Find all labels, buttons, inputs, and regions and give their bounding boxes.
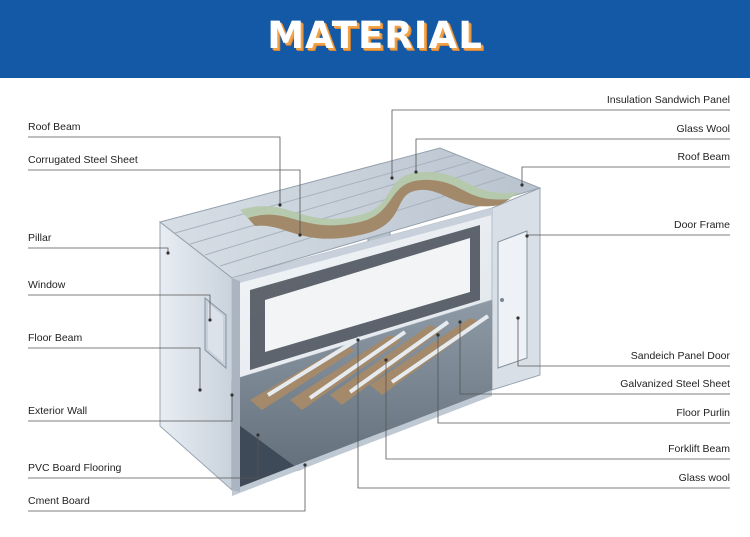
leader-dot-right-2 [520, 183, 523, 186]
label-left-5: Exterior Wall [28, 405, 87, 417]
label-left-6: PVC Board Flooring [28, 462, 121, 474]
leader-line-right-3 [527, 235, 730, 236]
leader-dot-left-4 [198, 388, 201, 391]
leader-dot-right-6 [436, 333, 439, 336]
leader-dot-left-0 [278, 203, 281, 206]
label-left-2: Pillar [28, 232, 51, 244]
label-right-5: Galvanized Steel Sheet [620, 378, 730, 390]
leader-dot-right-5 [458, 320, 461, 323]
leader-dot-right-8 [356, 338, 359, 341]
leader-dot-right-7 [384, 358, 387, 361]
leader-dot-left-1 [298, 233, 301, 236]
label-right-3: Door Frame [674, 219, 730, 231]
label-left-3: Window [28, 279, 65, 291]
leader-dot-left-3 [208, 318, 211, 321]
leader-line-right-2 [522, 167, 730, 185]
label-right-2: Roof Beam [677, 151, 730, 163]
label-right-8: Glass wool [679, 472, 730, 484]
leader-dot-left-6 [256, 433, 259, 436]
label-right-6: Floor Purlin [676, 407, 730, 419]
leader-dot-right-1 [414, 170, 417, 173]
leader-dot-left-7 [303, 463, 306, 466]
label-left-1: Corrugated Steel Sheet [28, 154, 138, 166]
label-right-1: Glass Wool [677, 123, 731, 135]
label-left-7: Cment Board [28, 495, 90, 507]
label-right-0: Insulation Sandwich Panel [607, 94, 730, 106]
label-right-4: Sandeich Panel Door [631, 350, 730, 362]
label-right-7: Forklift Beam [668, 443, 730, 455]
door-end-wall [492, 188, 540, 390]
label-left-4: Floor Beam [28, 332, 82, 344]
leader-dot-right-3 [525, 234, 528, 237]
label-left-0: Roof Beam [28, 121, 81, 133]
leader-dot-right-0 [390, 176, 393, 179]
leader-dot-left-2 [166, 251, 169, 254]
leader-line-left-0 [28, 137, 280, 205]
leader-line-left-2 [28, 248, 168, 253]
leader-dot-left-5 [230, 393, 233, 396]
leader-dot-right-4 [516, 316, 519, 319]
